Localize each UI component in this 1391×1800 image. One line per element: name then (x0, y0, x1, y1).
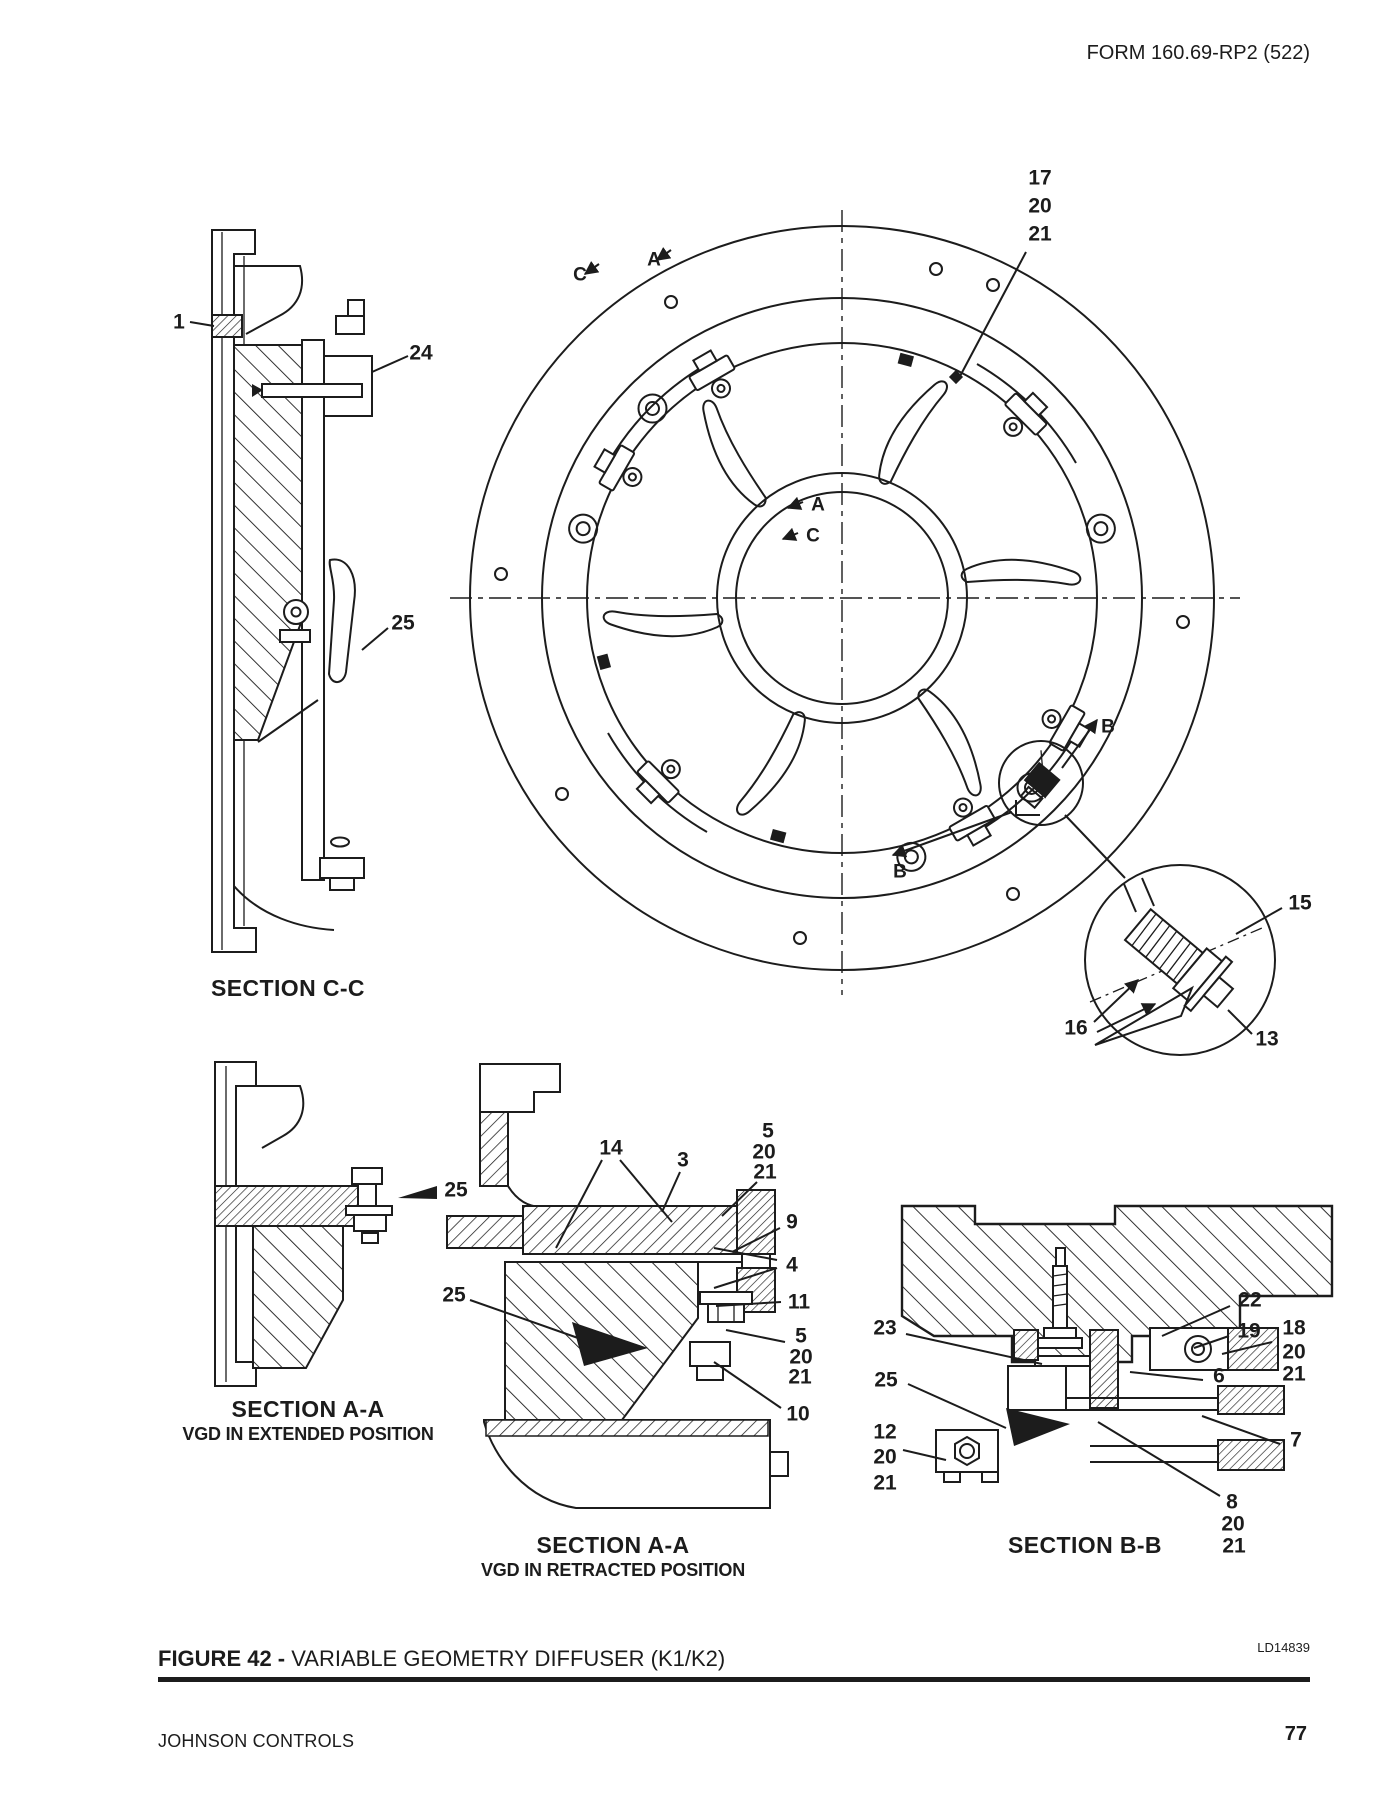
callout-17: 17 (1028, 166, 1052, 190)
callout-21-c: 21 (788, 1365, 812, 1389)
callout-13: 13 (1255, 1027, 1279, 1051)
callout-21-b: 21 (753, 1160, 777, 1184)
diffuser-vanes (602, 380, 1082, 816)
detail-view (1064, 814, 1276, 1056)
callout-4: 4 (786, 1253, 798, 1277)
callout-20-f: 20 (1221, 1512, 1245, 1536)
callout-10: 10 (786, 1402, 810, 1426)
callout-7: 7 (1290, 1428, 1302, 1452)
section-aa-retracted-view (446, 1063, 789, 1509)
callout-14: 14 (599, 1136, 623, 1160)
callout-11: 11 (787, 1290, 811, 1314)
callout-8: 8 (1226, 1490, 1238, 1514)
drawing-code: LD14839 (1257, 1640, 1310, 1655)
cut-letter-b-right: B (1101, 716, 1115, 738)
callout-25-ret: 25 (442, 1283, 466, 1307)
figure-caption: FIGURE 42 - VARIABLE GEOMETRY DIFFUSER (… (158, 1646, 725, 1672)
section-bb-view (900, 1204, 1334, 1483)
callout-21-d: 21 (873, 1471, 897, 1495)
label-section-cc: SECTION C-C (211, 975, 365, 1001)
label-section-aa-ret: SECTION A-A (536, 1532, 690, 1558)
footer-company: JOHNSON CONTROLS (158, 1731, 355, 1751)
diffuser-front-view (450, 210, 1240, 995)
callout-12: 12 (873, 1420, 897, 1444)
callout-25-bb: 25 (874, 1368, 898, 1392)
cut-letter-c-inner: C (806, 525, 820, 547)
cut-letter-c-top: C (573, 264, 587, 286)
page-number: 77 (1284, 1723, 1307, 1745)
callout-25-cc: 25 (391, 611, 415, 635)
callout-20-d: 20 (873, 1445, 897, 1469)
callout-22: 22 (1238, 1288, 1262, 1312)
label-vgd-extended: VGD IN EXTENDED POSITION (182, 1424, 434, 1444)
figure-caption-title: VARIABLE GEOMETRY DIFFUSER (K1/K2) (285, 1646, 726, 1671)
callout-21-f: 21 (1222, 1534, 1246, 1558)
callout-18: 18 (1282, 1316, 1306, 1340)
form-number: FORM 160.69-RP2 (522) (1086, 42, 1310, 64)
callout-1: 1 (173, 310, 185, 334)
callout-5-c: 5 (795, 1324, 807, 1348)
detail-balloon (998, 740, 1084, 826)
callout-20-a: 20 (1028, 194, 1052, 218)
section-cc-view (211, 229, 373, 953)
label-section-aa-ext: SECTION A-A (231, 1396, 385, 1422)
callout-24: 24 (409, 341, 433, 365)
callout-20-e: 20 (1282, 1340, 1306, 1364)
callout-21-e: 21 (1282, 1362, 1306, 1386)
callout-21-a: 21 (1028, 222, 1052, 246)
callout-19: 19 (1237, 1319, 1261, 1343)
section-aa-extended-view (214, 1061, 437, 1387)
caption-rule (158, 1677, 1310, 1682)
callout-6: 6 (1213, 1364, 1225, 1388)
label-vgd-retracted: VGD IN RETRACTED POSITION (480, 1560, 746, 1580)
cut-letter-a-top: A (647, 249, 661, 271)
label-section-bb: SECTION B-B (1008, 1532, 1162, 1558)
leader-lines (189, 246, 1283, 1497)
callout-23: 23 (873, 1316, 897, 1340)
callout-20-b: 20 (752, 1140, 776, 1164)
callout-5-b: 5 (762, 1119, 774, 1143)
callout-15: 15 (1288, 891, 1312, 915)
callout-25-ext: 25 (444, 1178, 468, 1202)
cam-assemblies (593, 349, 1091, 847)
callout-20-c: 20 (789, 1345, 813, 1369)
callout-16: 16 (1064, 1016, 1088, 1040)
cut-letter-a-inner: A (811, 494, 825, 516)
callout-9: 9 (786, 1210, 798, 1234)
cut-letter-b-lower: B (893, 861, 907, 883)
callout-3: 3 (677, 1148, 689, 1172)
figure-caption-label: FIGURE 42 - (158, 1646, 286, 1671)
